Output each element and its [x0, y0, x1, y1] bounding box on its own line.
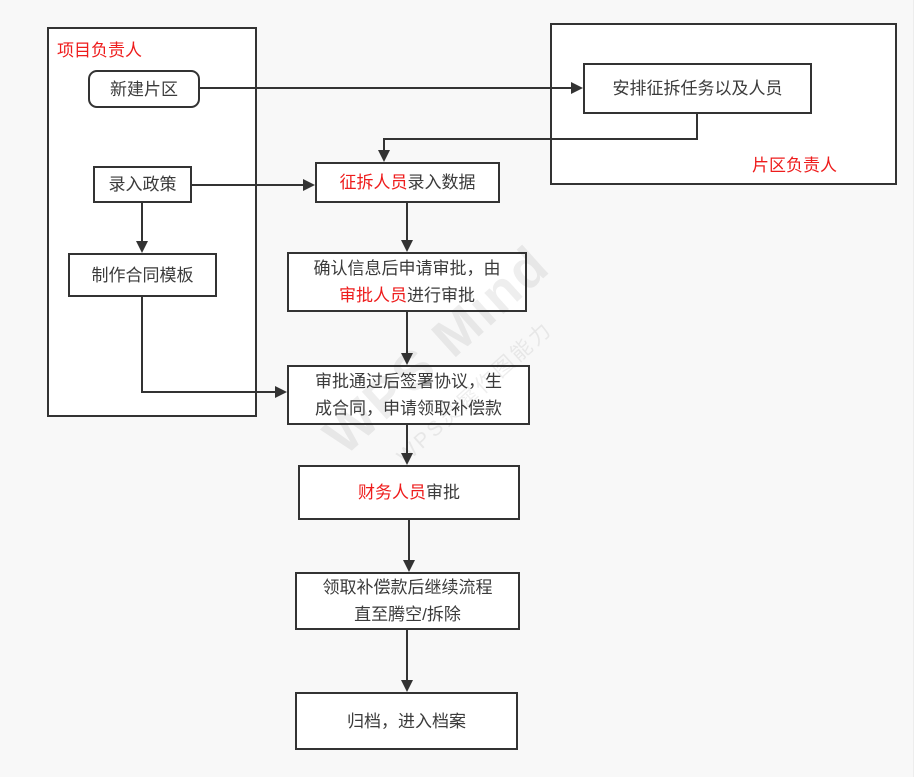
- node-arrange-tasks-label: 安排征拆任务以及人员: [612, 79, 783, 98]
- connector-line: [406, 425, 408, 454]
- node-confirm-approval-line1: 确认信息后申请审批，由: [313, 259, 501, 278]
- connector-line: [408, 520, 410, 561]
- node-enter-policy-label: 录入政策: [108, 175, 177, 194]
- node-finance-approval[interactable]: 财务人员审批: [298, 465, 520, 520]
- arrowhead-down-icon: [403, 560, 415, 572]
- arrowhead-down-icon: [401, 353, 413, 365]
- node-archive-label: 归档，进入档案: [347, 711, 466, 731]
- node-new-area[interactable]: 新建片区: [88, 70, 200, 108]
- connector-line: [192, 184, 305, 186]
- right-scrollbar[interactable]: [913, 0, 919, 777]
- node-arrange-tasks[interactable]: 安排征拆任务以及人员: [583, 63, 812, 114]
- connector-line: [406, 203, 408, 241]
- node-sign-agreement-line2: 成合同，申请领取补偿款: [315, 399, 502, 418]
- node-enter-data[interactable]: 征拆人员录入数据: [315, 162, 500, 203]
- node-confirm-approval-line2: 审批人员进行审批: [339, 286, 475, 305]
- node-receive-compensation-line2: 直至腾空/拆除: [354, 605, 461, 624]
- arrowhead-right-icon: [303, 179, 315, 191]
- node-make-template-label: 制作合同模板: [91, 265, 194, 285]
- arrowhead-down-icon: [401, 240, 413, 252]
- connector-line: [141, 203, 143, 242]
- arrowhead-down-icon: [401, 680, 413, 692]
- container-project-leader-label: 项目负责人: [57, 41, 142, 60]
- node-finance-approval-label: 财务人员审批: [358, 483, 460, 502]
- node-sign-agreement[interactable]: 审批通过后签署协议，生 成合同，申请领取补偿款: [287, 365, 530, 425]
- arrowhead-down-icon: [378, 150, 390, 162]
- connector-line: [383, 138, 698, 140]
- container-area-leader-label: 片区负责人: [752, 156, 837, 175]
- connector-line: [383, 138, 385, 152]
- arrowhead-right-icon: [571, 82, 583, 94]
- node-enter-policy[interactable]: 录入政策: [93, 166, 192, 203]
- connector-line: [141, 297, 143, 393]
- node-make-template[interactable]: 制作合同模板: [68, 253, 217, 297]
- connector-line: [696, 114, 698, 140]
- connector-line: [200, 87, 573, 89]
- arrowhead-right-icon: [275, 386, 287, 398]
- connector-line: [141, 391, 275, 393]
- node-receive-compensation[interactable]: 领取补偿款后继续流程 直至腾空/拆除: [295, 572, 520, 630]
- node-sign-agreement-line1: 审批通过后签署协议，生: [315, 372, 502, 391]
- connector-line: [406, 312, 408, 354]
- node-confirm-approval[interactable]: 确认信息后申请审批，由 审批人员进行审批: [287, 252, 527, 312]
- node-receive-compensation-line1: 领取补偿款后继续流程: [322, 578, 493, 597]
- arrowhead-down-icon: [136, 241, 148, 253]
- connector-line: [406, 630, 408, 681]
- arrowhead-down-icon: [401, 453, 413, 465]
- node-enter-data-label: 征拆人员录入数据: [339, 173, 476, 192]
- node-new-area-label: 新建片区: [110, 79, 178, 99]
- node-archive[interactable]: 归档，进入档案: [295, 692, 518, 750]
